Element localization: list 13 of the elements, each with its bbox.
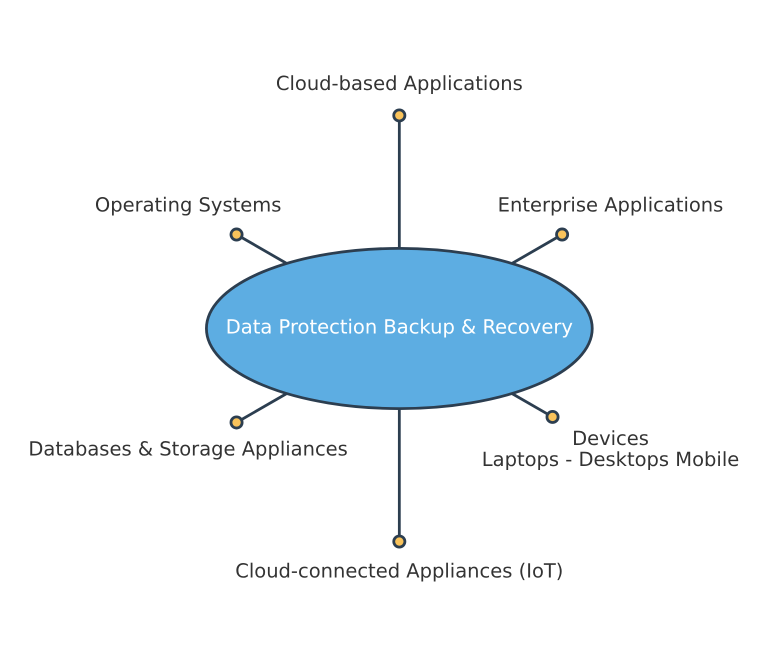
node-text: Operating Systems xyxy=(94,193,282,216)
node-text: Devices Laptops - Desktops Mobile xyxy=(482,426,740,471)
node-text: Databases & Storage Appliances xyxy=(28,437,348,460)
connector xyxy=(230,392,288,429)
connector xyxy=(512,392,560,424)
node-text: Enterprise Applications xyxy=(498,193,724,216)
connector xyxy=(230,227,288,264)
connector xyxy=(392,108,406,248)
node-text: Cloud-based Applications xyxy=(276,71,523,94)
node-ellipse: Data Protection Backup & Recovery xyxy=(205,246,594,410)
node-text: Cloud-connected Appliances (IoT) xyxy=(235,559,564,582)
connector xyxy=(392,408,406,548)
connector xyxy=(512,227,570,264)
